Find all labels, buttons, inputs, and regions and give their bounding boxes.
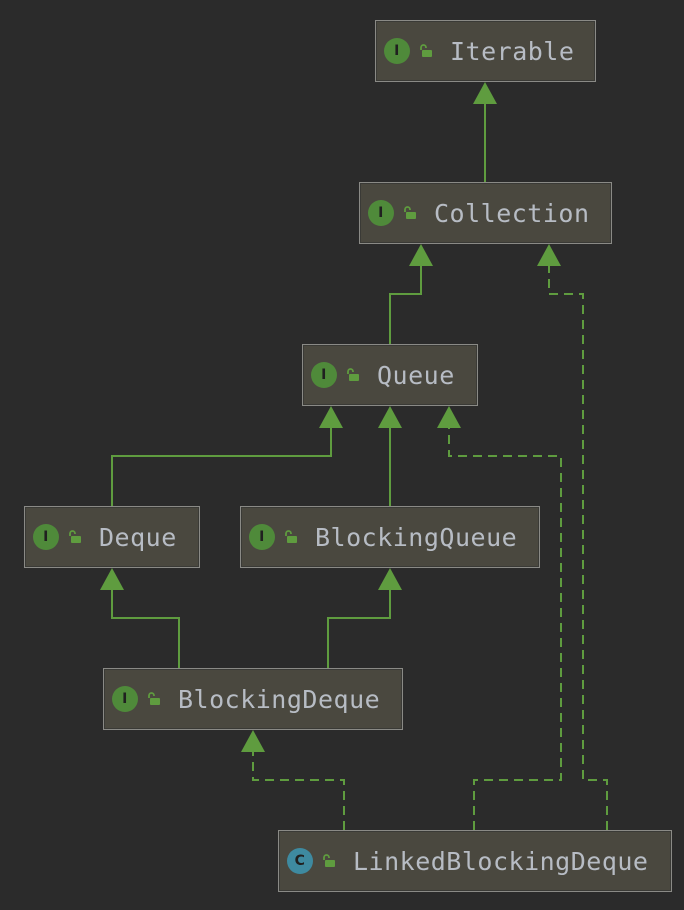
node-collection[interactable]: I Collection (359, 182, 612, 244)
edge-deque-to-queue (111, 406, 343, 506)
arrowhead-icon (378, 406, 402, 428)
arrowhead-icon (537, 244, 561, 266)
edge-line (327, 590, 391, 668)
node-iterable[interactable]: I Iterable (375, 20, 596, 82)
edge-linked-blocking-deque-to-blocking-deque (241, 730, 345, 830)
arrowhead-icon (378, 568, 402, 590)
arrowhead-icon (409, 244, 433, 266)
node-label: Queue (377, 360, 455, 390)
arrowhead-icon (437, 406, 461, 428)
node-label: Collection (434, 198, 590, 228)
lock-open-icon (347, 368, 359, 381)
lock-open-icon (285, 530, 297, 543)
arrowhead-icon (473, 82, 497, 104)
node-label: BlockingQueue (315, 522, 518, 552)
interface-badge-icon: I (311, 362, 337, 388)
node-label: LinkedBlockingDeque (353, 846, 649, 876)
edge-line (111, 590, 180, 668)
edge-blocking-deque-to-deque (100, 568, 180, 668)
interface-badge-icon: I (368, 200, 394, 226)
edge-linked-blocking-deque-to-queue (437, 406, 562, 830)
arrowhead-icon (319, 406, 343, 428)
edges-layer (100, 82, 608, 830)
edge-line (548, 266, 608, 830)
edge-line (111, 428, 332, 506)
arrowhead-icon (241, 730, 265, 752)
node-deque[interactable]: I Deque (24, 506, 200, 568)
edge-blocking-deque-to-blocking-queue (327, 568, 402, 668)
edge-line (252, 752, 345, 830)
node-blocking-deque[interactable]: I BlockingDeque (103, 668, 403, 730)
edge-blocking-queue-to-queue (378, 406, 402, 506)
interface-badge-icon: I (33, 524, 59, 550)
lock-open-icon (323, 854, 335, 867)
edge-line (389, 266, 422, 344)
edge-queue-to-collection (389, 244, 433, 344)
node-label: BlockingDeque (178, 684, 381, 714)
interface-badge-icon: I (112, 686, 138, 712)
edge-linked-blocking-deque-to-collection (537, 244, 608, 830)
class-badge-icon: C (287, 848, 313, 874)
node-blocking-queue[interactable]: I BlockingQueue (240, 506, 540, 568)
node-label: Iterable (450, 36, 575, 66)
edge-collection-to-iterable (473, 82, 497, 182)
interface-badge-icon: I (384, 38, 410, 64)
node-queue[interactable]: I Queue (302, 344, 478, 406)
lock-open-icon (69, 530, 81, 543)
edge-line (448, 428, 562, 830)
node-label: Deque (99, 522, 177, 552)
interface-badge-icon: I (249, 524, 275, 550)
arrowhead-icon (100, 568, 124, 590)
lock-open-icon (148, 692, 160, 705)
lock-open-icon (420, 44, 432, 57)
node-linked-blocking-deque[interactable]: C LinkedBlockingDeque (278, 830, 672, 892)
lock-open-icon (404, 206, 416, 219)
